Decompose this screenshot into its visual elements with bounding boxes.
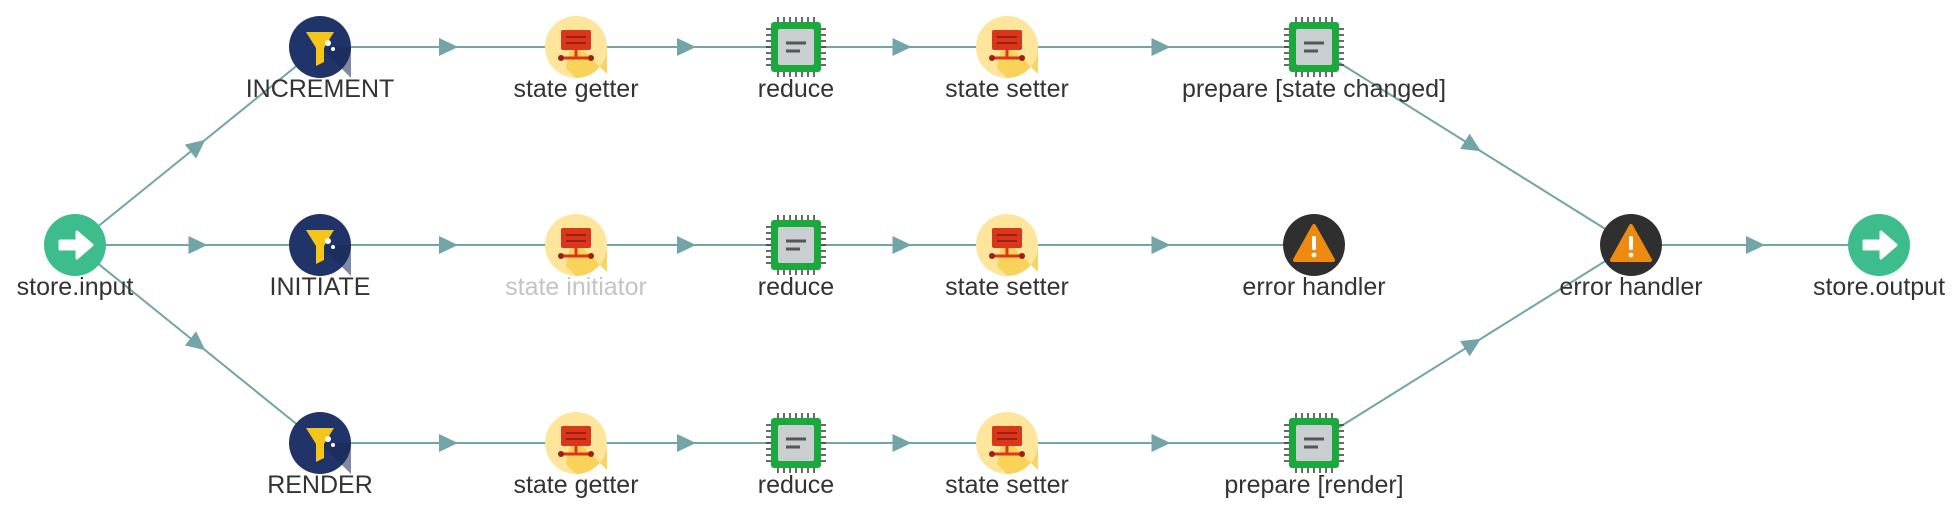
node-reduce-2[interactable]: reduce [758, 215, 834, 301]
edge-state-getter-1-to-reduce-1 [576, 38, 796, 56]
arrow-head [184, 331, 206, 351]
edge-state-setter-1-to-prepare-state-changed [1007, 38, 1314, 56]
node-state-setter-3[interactable]: state setter [945, 412, 1069, 499]
arrow-head [892, 236, 912, 254]
edge-state-getter-2-to-reduce-3 [576, 434, 796, 452]
arrow-head [188, 236, 208, 254]
chip-icon [1284, 413, 1344, 473]
edge-increment-to-state-getter-1 [320, 38, 576, 56]
edge-render-to-state-getter-2 [320, 434, 576, 452]
node-label: reduce [758, 273, 834, 301]
server-icon [545, 16, 607, 78]
chip-icon [766, 17, 826, 77]
arrow-head [439, 434, 458, 452]
warning-icon [1283, 214, 1345, 276]
node-label: state initiator [505, 273, 647, 301]
node-prepare-state-changed[interactable]: prepare [state changed] [1182, 17, 1446, 103]
node-store-input[interactable]: store.input [17, 214, 134, 301]
edge-prepare-state-changed-to-error-handler-2 [1313, 46, 1632, 246]
server-icon [976, 412, 1038, 474]
edge-prepare-render-to-error-handler-2 [1313, 244, 1632, 444]
funnel-icon [289, 16, 351, 78]
arrow-head [892, 38, 912, 56]
node-error-handler-2[interactable]: error handler [1559, 214, 1703, 301]
arrow-head [1460, 133, 1481, 152]
node-state-setter-1[interactable]: state setter [945, 16, 1069, 103]
node-label: state setter [945, 471, 1069, 499]
arrow-head [677, 38, 696, 56]
node-state-initiator[interactable]: state initiator [505, 214, 647, 301]
node-error-handler-1[interactable]: error handler [1242, 214, 1386, 301]
node-label: INITIATE [270, 273, 371, 301]
node-label: reduce [758, 75, 834, 103]
arrow-head [439, 38, 458, 56]
node-label: state getter [513, 75, 638, 103]
node-label: INCREMENT [246, 75, 395, 103]
node-label: state setter [945, 75, 1069, 103]
chip-icon [766, 215, 826, 275]
arrow-head [184, 139, 206, 159]
node-prepare-render[interactable]: prepare [render] [1224, 413, 1404, 499]
edge-store-input-to-initiate [75, 236, 320, 254]
chip-icon [766, 413, 826, 473]
edge-reduce-2-to-state-setter-2 [796, 236, 1007, 254]
node-state-getter-1[interactable]: state getter [513, 16, 639, 103]
edge-state-setter-2-to-error-handler-1 [1007, 236, 1314, 254]
node-store-output[interactable]: store.output [1813, 214, 1945, 301]
edge-error-handler-2-to-store-output [1631, 236, 1879, 254]
arrow-right-icon [44, 214, 106, 276]
arrow-head [1151, 236, 1171, 254]
edge-store-input-to-render [74, 244, 321, 444]
chip-icon [1284, 17, 1344, 77]
node-label: error handler [1559, 273, 1702, 301]
node-label: RENDER [267, 471, 373, 499]
edges-layer [74, 38, 1879, 452]
node-label: state setter [945, 273, 1069, 301]
node-initiate[interactable]: INITIATE [270, 214, 371, 301]
server-icon [976, 214, 1038, 276]
arrow-head [892, 434, 912, 452]
arrow-head [1151, 434, 1171, 452]
arrow-right-icon [1848, 214, 1910, 276]
node-label: reduce [758, 471, 834, 499]
node-label: prepare [state changed] [1182, 75, 1446, 103]
node-reduce-3[interactable]: reduce [758, 413, 834, 499]
nodes-layer: store.input INCREMENT INITIATE RENDER state … [17, 16, 1945, 499]
arrow-head [1151, 38, 1171, 56]
funnel-icon [289, 412, 351, 474]
server-icon [545, 412, 607, 474]
edge-state-setter-3-to-prepare-render [1007, 434, 1314, 452]
edge-initiate-to-state-initiator [320, 236, 576, 254]
arrow-head [1460, 338, 1481, 357]
node-state-getter-2[interactable]: state getter [513, 412, 639, 499]
server-icon [976, 16, 1038, 78]
node-state-setter-2[interactable]: state setter [945, 214, 1069, 301]
edge-store-input-to-increment [74, 46, 321, 246]
arrow-head [677, 434, 696, 452]
arrow-head [677, 236, 696, 254]
node-label: error handler [1242, 273, 1385, 301]
server-icon [545, 214, 607, 276]
node-label: store.input [17, 273, 134, 301]
funnel-icon [289, 214, 351, 276]
node-label: state getter [513, 471, 638, 499]
edge-state-initiator-to-reduce-2 [576, 236, 796, 254]
node-label: store.output [1813, 273, 1945, 301]
edge-reduce-1-to-state-setter-1 [796, 38, 1007, 56]
edge-reduce-3-to-state-setter-3 [796, 434, 1007, 452]
arrow-head [439, 236, 458, 254]
node-label: prepare [render] [1224, 471, 1403, 499]
warning-icon [1600, 214, 1662, 276]
node-reduce-1[interactable]: reduce [758, 17, 834, 103]
node-increment[interactable]: INCREMENT [246, 16, 395, 103]
arrow-head [1746, 236, 1765, 254]
node-render[interactable]: RENDER [267, 412, 373, 499]
